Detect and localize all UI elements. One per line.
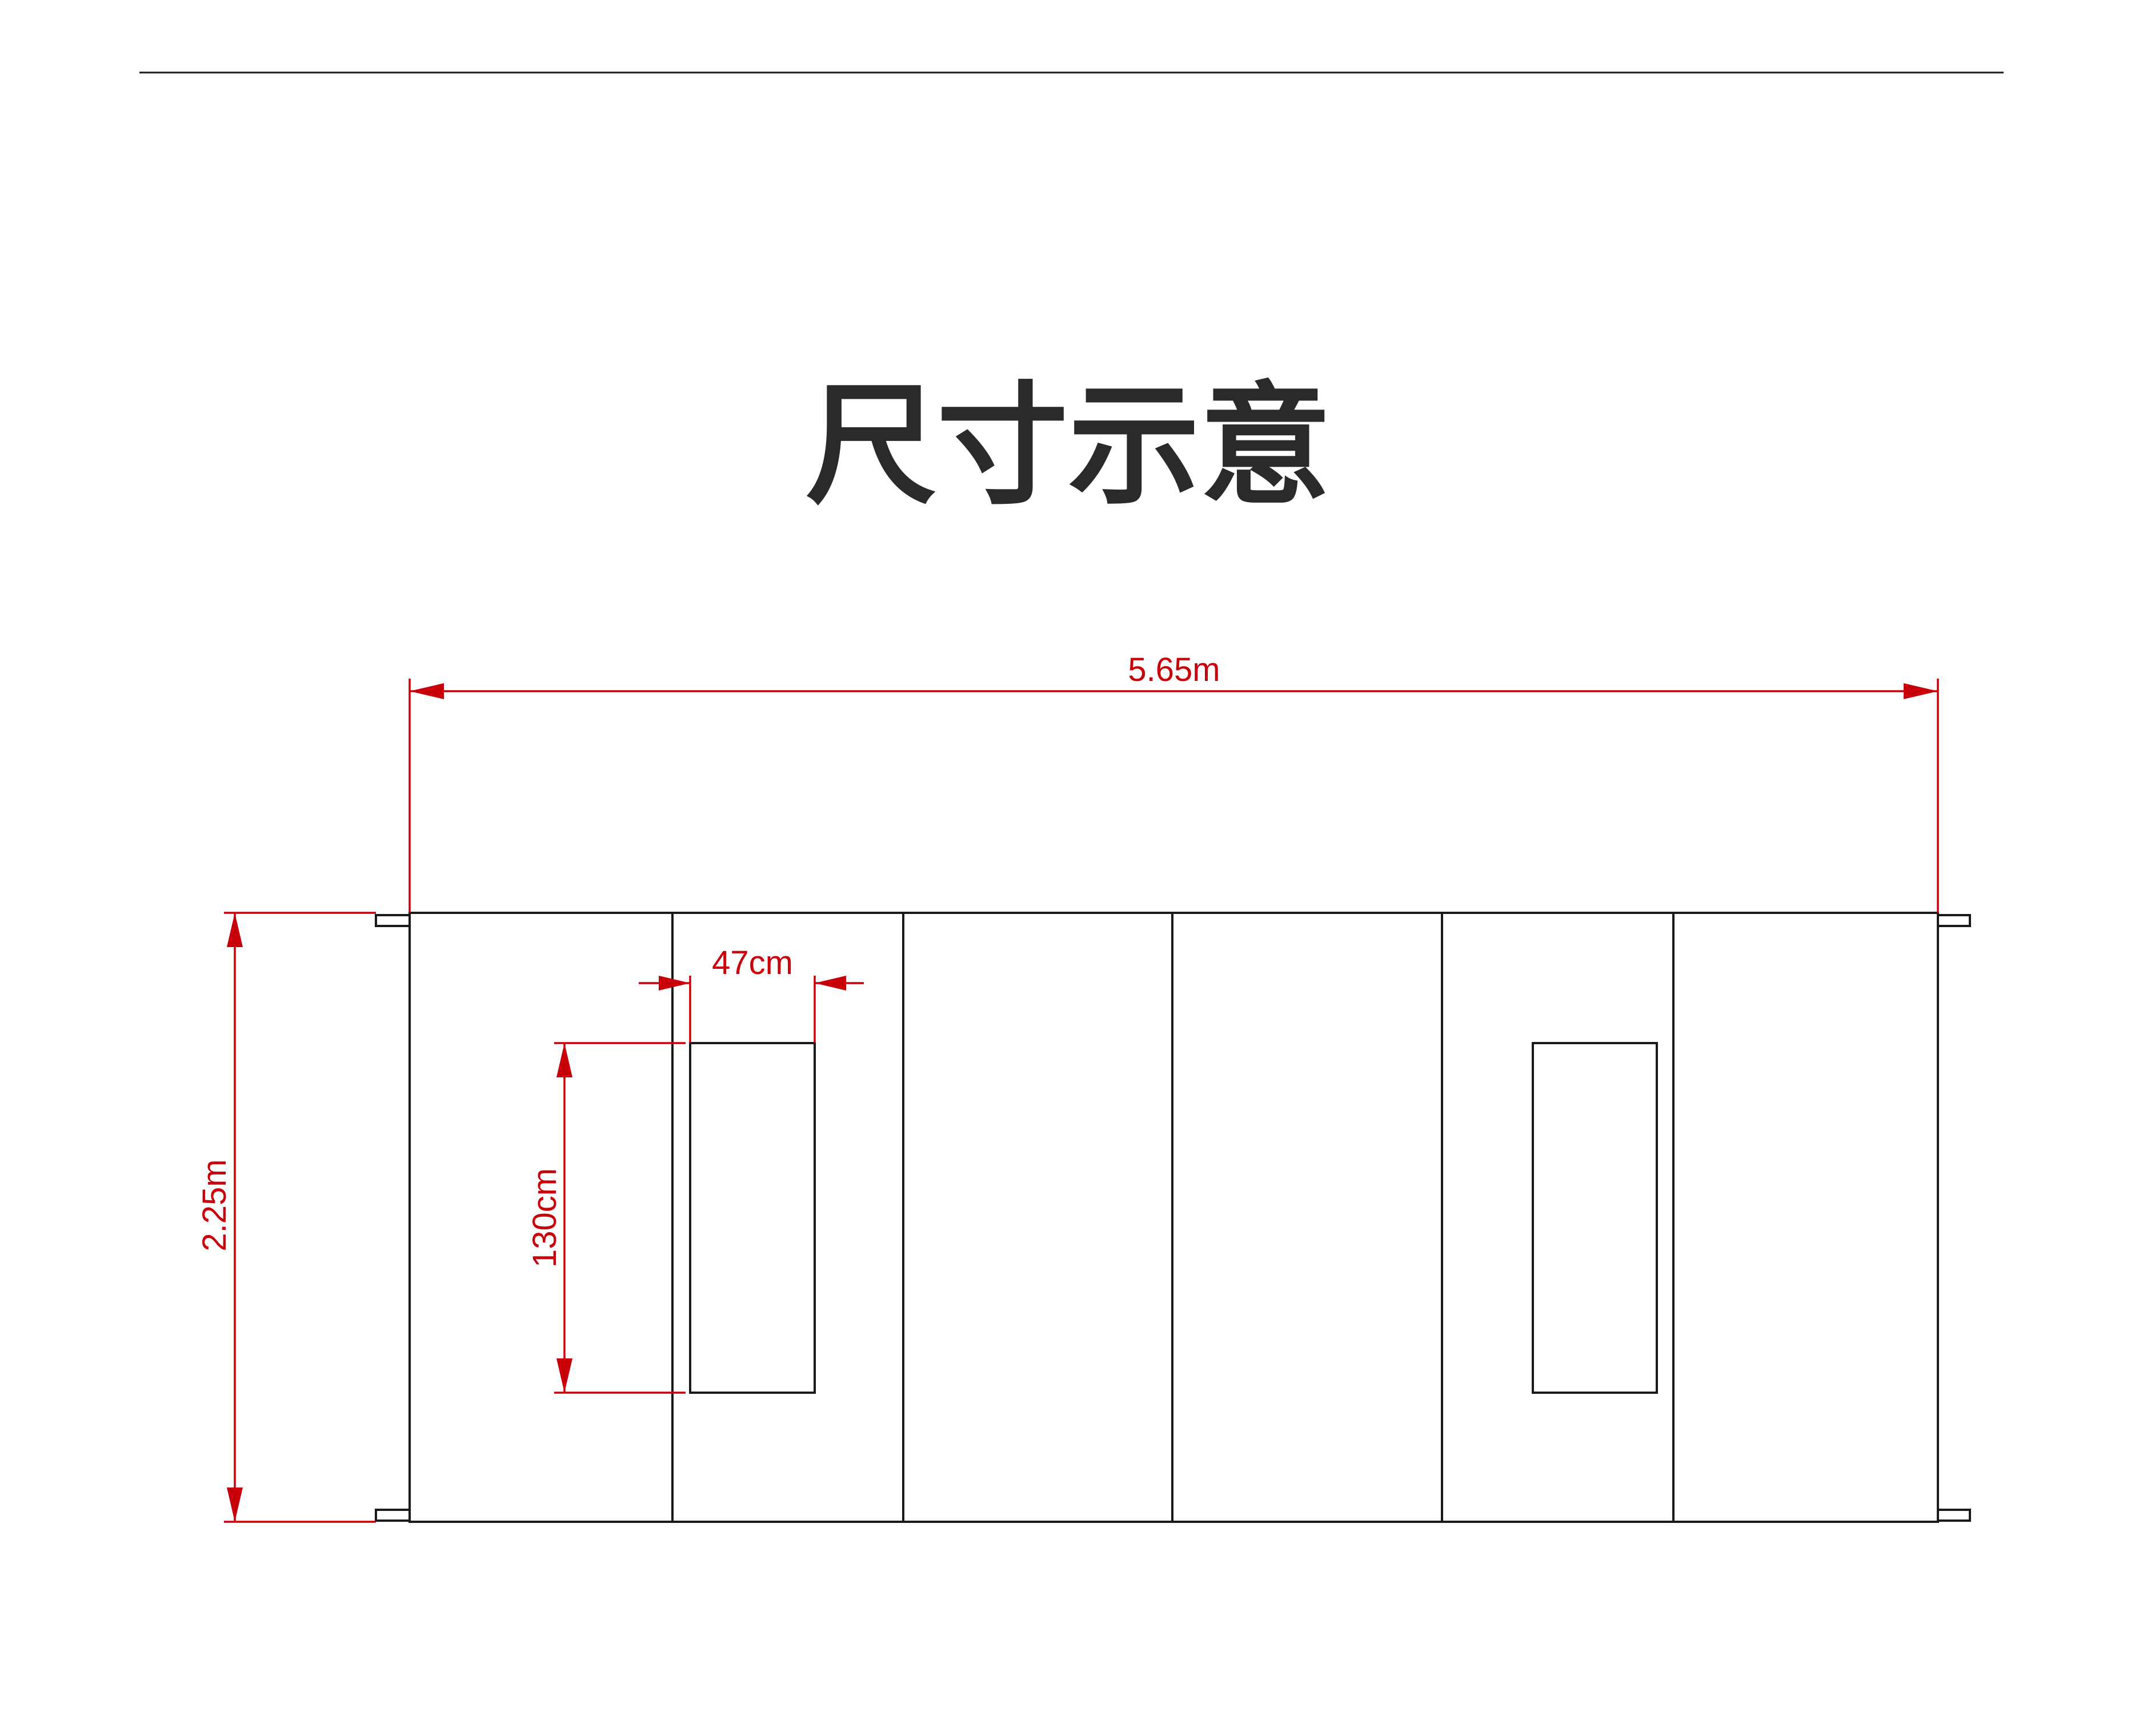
page-title: 尺寸示意 <box>806 370 1331 523</box>
tab-top-right <box>1937 914 1971 927</box>
outer-frame <box>408 912 1939 1523</box>
tab-bottom-left <box>375 1509 411 1522</box>
width-label: 5.65m <box>1128 651 1220 688</box>
window-left <box>689 1042 816 1394</box>
width-arrow-left <box>410 683 444 699</box>
tab-bottom-right <box>1937 1509 1971 1522</box>
height-dimension: 2.25m <box>196 912 376 1523</box>
window-height-dimension: 130cm <box>526 1042 686 1394</box>
window-width-arrow-left <box>659 976 690 991</box>
height-arrow-bottom <box>227 1488 243 1522</box>
height-label: 2.25m <box>196 1159 233 1251</box>
height-arrow-top <box>227 913 243 947</box>
window-right <box>1532 1042 1658 1394</box>
window-height-label: 130cm <box>526 1168 563 1268</box>
window-width-label: 47cm <box>712 944 793 981</box>
window-width-dimension: 47cm <box>639 944 864 1043</box>
width-arrow-right <box>1904 683 1938 699</box>
panel-structure <box>375 912 1971 1523</box>
window-width-arrow-right <box>815 976 846 991</box>
window-height-arrow-bottom <box>556 1358 572 1393</box>
tab-top-left <box>375 914 411 927</box>
window-height-arrow-top <box>556 1043 572 1077</box>
width-dimension: 5.65m <box>408 651 1939 913</box>
